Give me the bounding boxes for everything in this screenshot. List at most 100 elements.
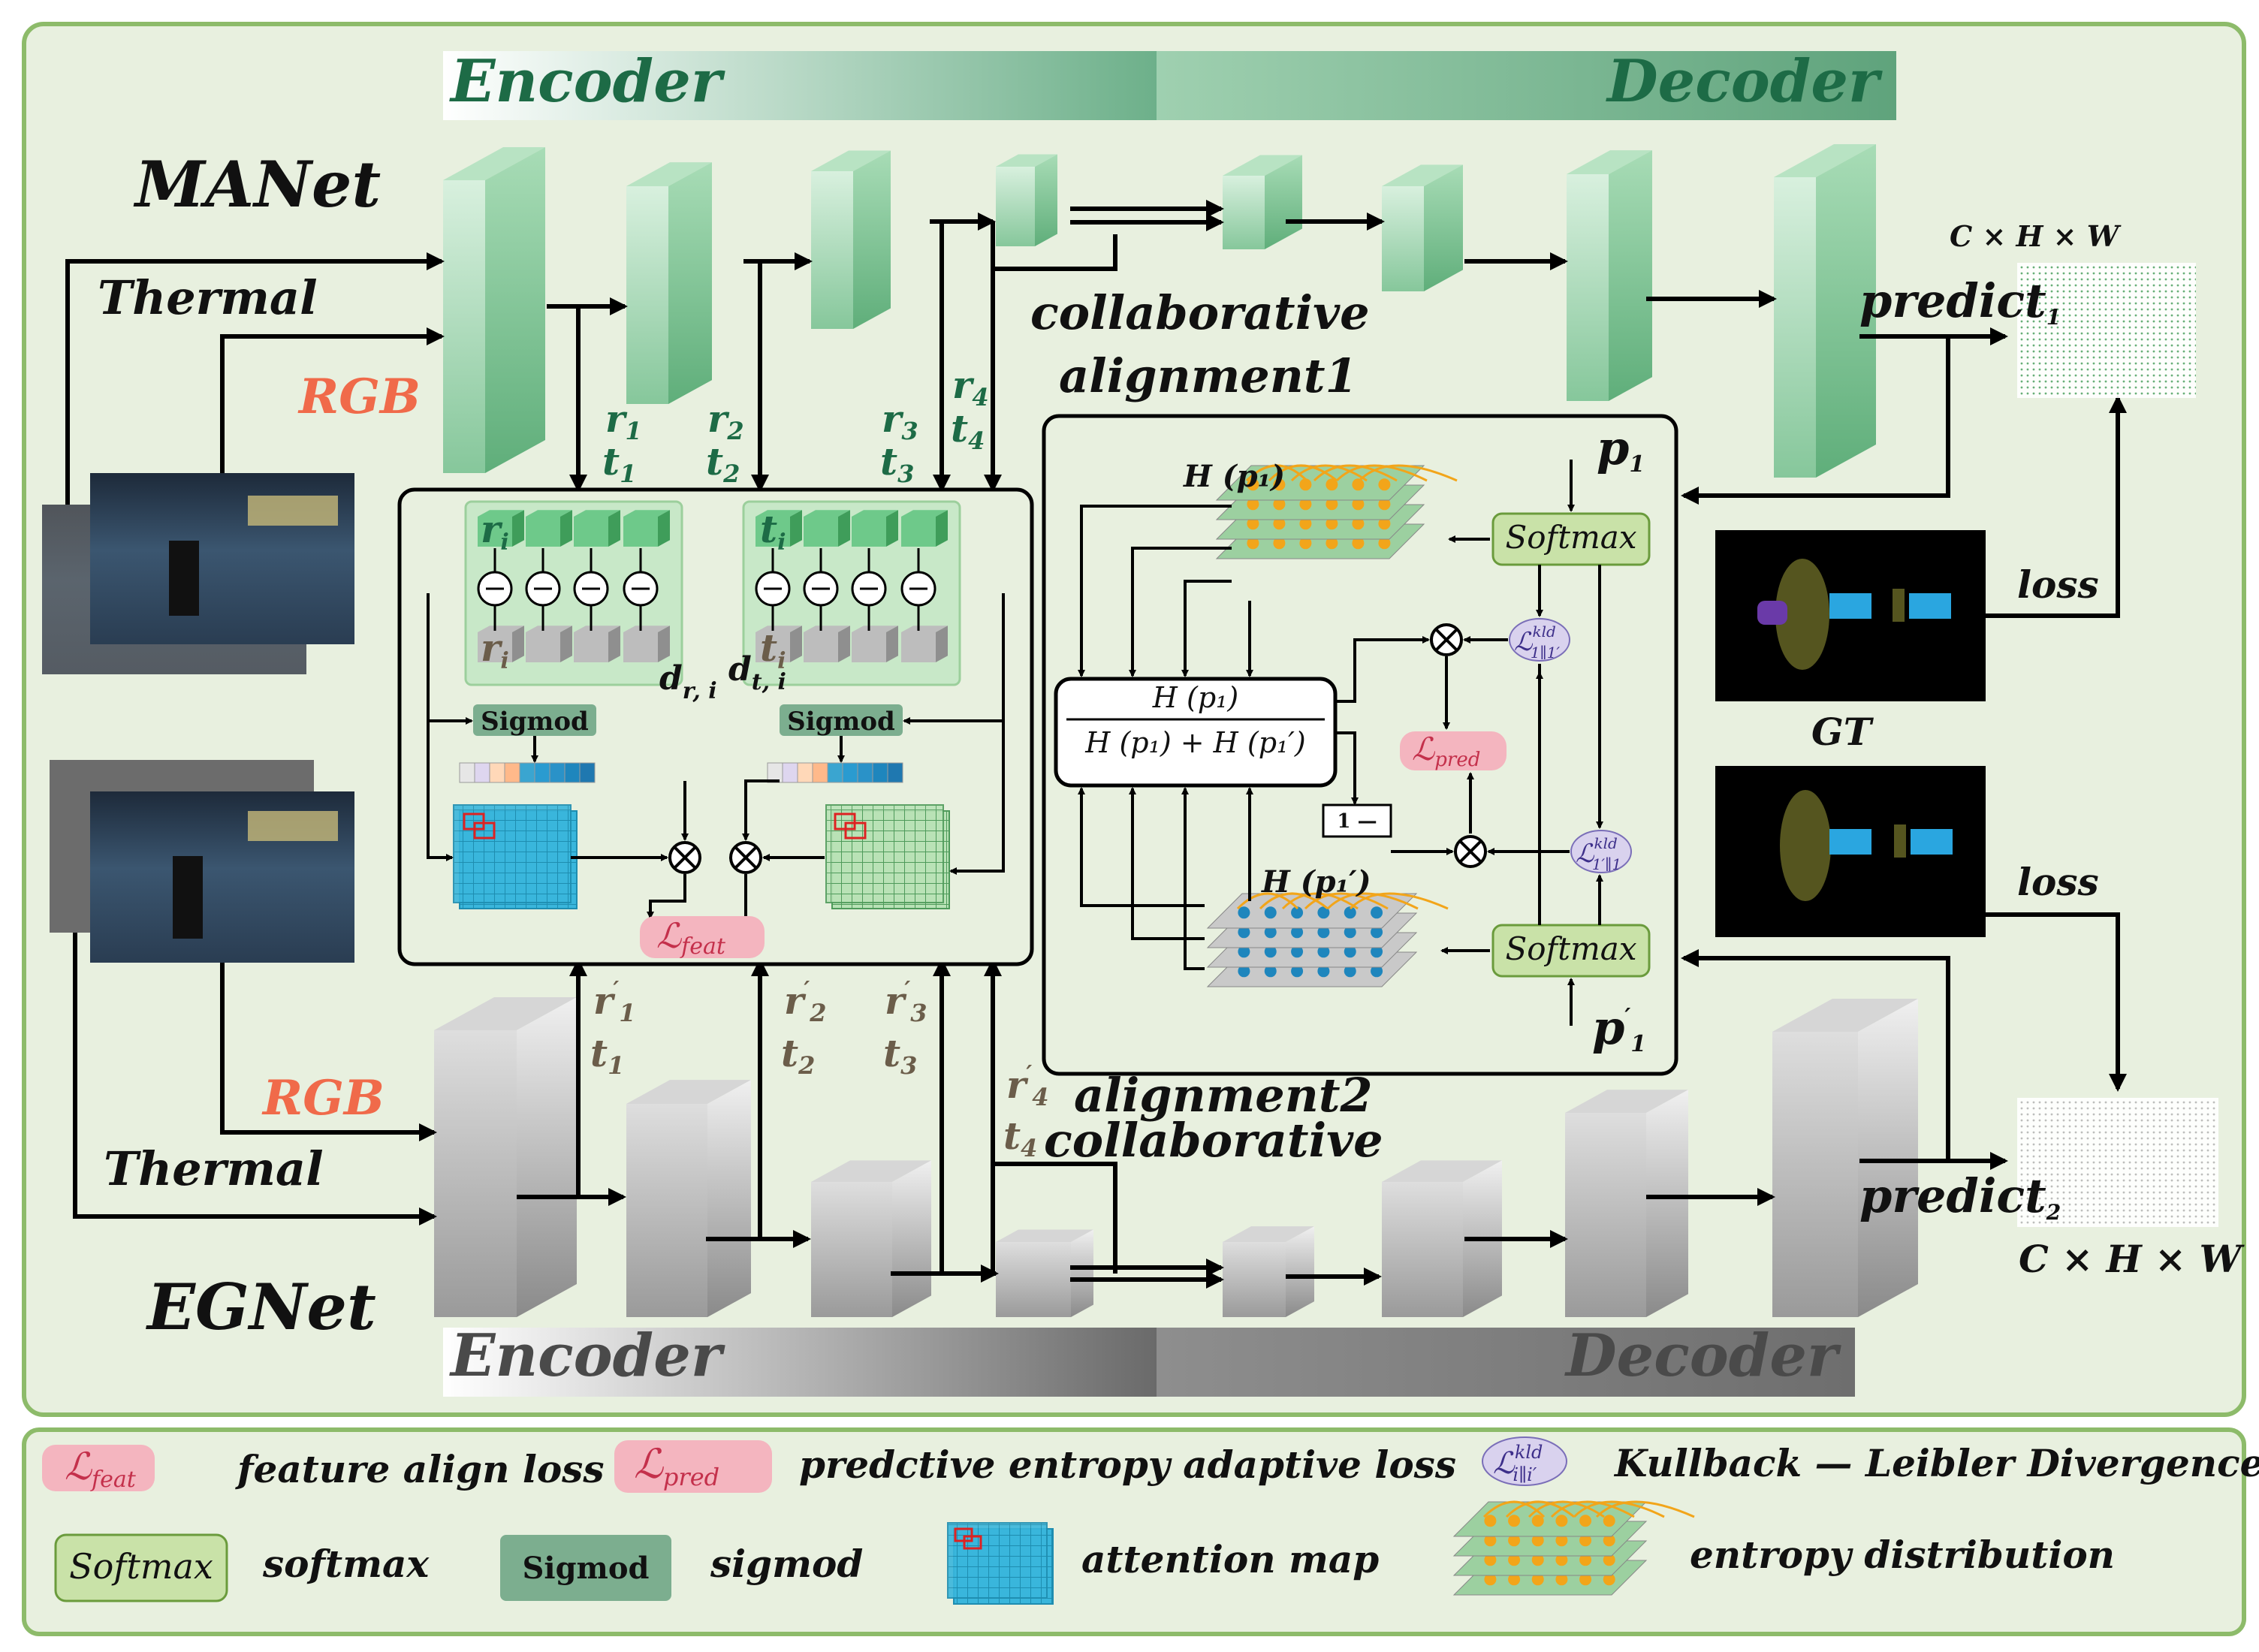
legend-softmax: softmax [262, 1542, 430, 1586]
legend-feat: feature align loss [235, 1447, 604, 1491]
egnet-encoder-decoder-blocks [434, 997, 1918, 1317]
token-right [797, 762, 813, 783]
token-left [519, 762, 535, 783]
decoder-label-bottom: Decoder [1564, 1322, 1841, 1390]
decoder-bar-top [1157, 51, 1896, 120]
subtract-op [573, 548, 609, 631]
legend-pred: predctive entropy adaptive loss [799, 1442, 1456, 1487]
cube-ti-prime-3 [901, 626, 948, 662]
top-output-arrows [1681, 327, 2127, 1092]
manet-dec-block-4 [1774, 144, 1876, 478]
subtract-op [623, 548, 659, 631]
top-chain-arrows [547, 200, 1777, 493]
svg-text:r′3: r′3 [885, 977, 927, 1027]
entropy-alignment-module: H (p₁) H (p₁′) Softmax Softmax p1 p′1 H … [1042, 414, 1678, 1076]
manet-enc-block-1 [443, 147, 545, 473]
rt-labels-top: r1 t1 r2 t2 r3 t3 r4 t4 [602, 363, 989, 488]
legend-kld: Kullback — Leibler Divergence [1613, 1441, 2259, 1485]
legend-entropy-icon [1452, 1500, 1695, 1596]
egnet-enc-block-1 [434, 997, 577, 1317]
manet-enc-block-4 [996, 154, 1057, 246]
cube-ri-prime-2 [574, 626, 620, 662]
input-images-bottom [50, 760, 354, 963]
legend-sigmod: sigmod [710, 1542, 863, 1586]
svg-text:t4: t4 [1003, 1114, 1037, 1162]
token-left [474, 762, 490, 783]
encoder-bar-top [443, 51, 1157, 120]
svg-text:t3: t3 [883, 1031, 917, 1080]
entropy-stack-top [1215, 464, 1458, 559]
svg-text:ri: ri [481, 626, 509, 674]
manet-dec-block-2 [1382, 164, 1463, 291]
svg-text:predict2: predict2 [1859, 1168, 2061, 1225]
sigmod-left: Sigmod [481, 707, 589, 737]
egnet-enc-block-4 [996, 1229, 1093, 1317]
svg-text:ri: ri [481, 507, 509, 556]
sigmod-right: Sigmod [787, 707, 895, 737]
svg-text:r′1: r′1 [593, 977, 636, 1027]
output-area: C × H × W predict1 GT loss loss predict2… [1715, 219, 2245, 1281]
token-right [857, 762, 873, 783]
bottom-chain-arrows [517, 958, 1775, 1289]
cube-ti-prime-1 [804, 626, 850, 662]
cube-ri-1 [526, 510, 572, 547]
svg-text:predict1: predict1 [1859, 273, 2061, 330]
token-right [812, 762, 828, 783]
subtract-op [525, 548, 561, 631]
rgb-label-bottom: RGB [261, 1070, 385, 1126]
softmax-top: Softmax [1505, 519, 1636, 556]
cube-ri-3 [623, 510, 670, 547]
svg-text:t1: t1 [602, 439, 636, 488]
collab-top-1: collaborative [1030, 285, 1370, 340]
manet-title: MANet [133, 147, 381, 222]
cxhxw-top: C × H × W [1950, 219, 2122, 253]
svg-text:Softmax: Softmax [69, 1546, 213, 1587]
token-left [489, 762, 505, 783]
svg-text:r3: r3 [882, 396, 918, 445]
subtract-op [803, 548, 839, 631]
encoder-label-bottom: Encoder [449, 1322, 725, 1390]
entropy-stack-bottom [1206, 892, 1449, 987]
thermal-label-top: Thermal [98, 270, 318, 325]
egnet-dec-block-3 [1565, 1090, 1688, 1317]
token-right [872, 762, 888, 783]
token-left [534, 762, 550, 783]
cube-ti-1 [804, 510, 850, 547]
svg-text:dr, i: dr, i [659, 659, 717, 704]
bottom-output-arrows [1681, 949, 2008, 1170]
svg-text:dt, i: dt, i [728, 650, 786, 695]
token-right [782, 762, 798, 783]
decoder-label-top: Decoder [1606, 47, 1883, 116]
cube-ti-prime-2 [852, 626, 898, 662]
subtract-op [477, 548, 513, 631]
cube-ri-0 [478, 510, 524, 547]
manet-dec-block-3 [1567, 150, 1652, 401]
loss-bottom: loss [2017, 860, 2099, 904]
manet-encoder-decoder-blocks [443, 144, 1876, 478]
egnet-enc-block-3 [811, 1160, 931, 1317]
svg-text:t1: t1 [590, 1031, 624, 1080]
cube-ti-prime-0 [756, 626, 802, 662]
cube-ri-prime-0 [478, 626, 524, 662]
token-right [827, 762, 843, 783]
manet-enc-block-3 [811, 150, 891, 329]
egnet-enc-block-2 [626, 1080, 751, 1317]
cxhxw-bottom: C × H × W [2019, 1237, 2245, 1281]
rgb-label-top: RGB [297, 369, 421, 425]
manet-dec-block-1 [1223, 155, 1302, 249]
input-images-top [42, 473, 354, 674]
decoder-bar-bottom [1157, 1328, 1855, 1397]
subtract-op [755, 548, 791, 631]
svg-text:H (p₁′): H (p₁′) [1261, 864, 1371, 900]
frac-num: H (p₁) [1152, 681, 1238, 714]
subtract-op [900, 548, 936, 631]
svg-text:ℒpred: ℒpred [634, 1440, 719, 1491]
svg-text:Sigmod: Sigmod [522, 1551, 649, 1586]
svg-text:ti: ti [760, 626, 786, 674]
token-left [459, 762, 475, 783]
collab-bottom-1: alignment2 [1074, 1068, 1373, 1123]
legend: ℒfeat feature align loss ℒpred predctive… [22, 1427, 2259, 1636]
rt-labels-bottom: r′1 t1 r′2 t2 r′3 t3 r′4 t4 [590, 977, 1049, 1162]
